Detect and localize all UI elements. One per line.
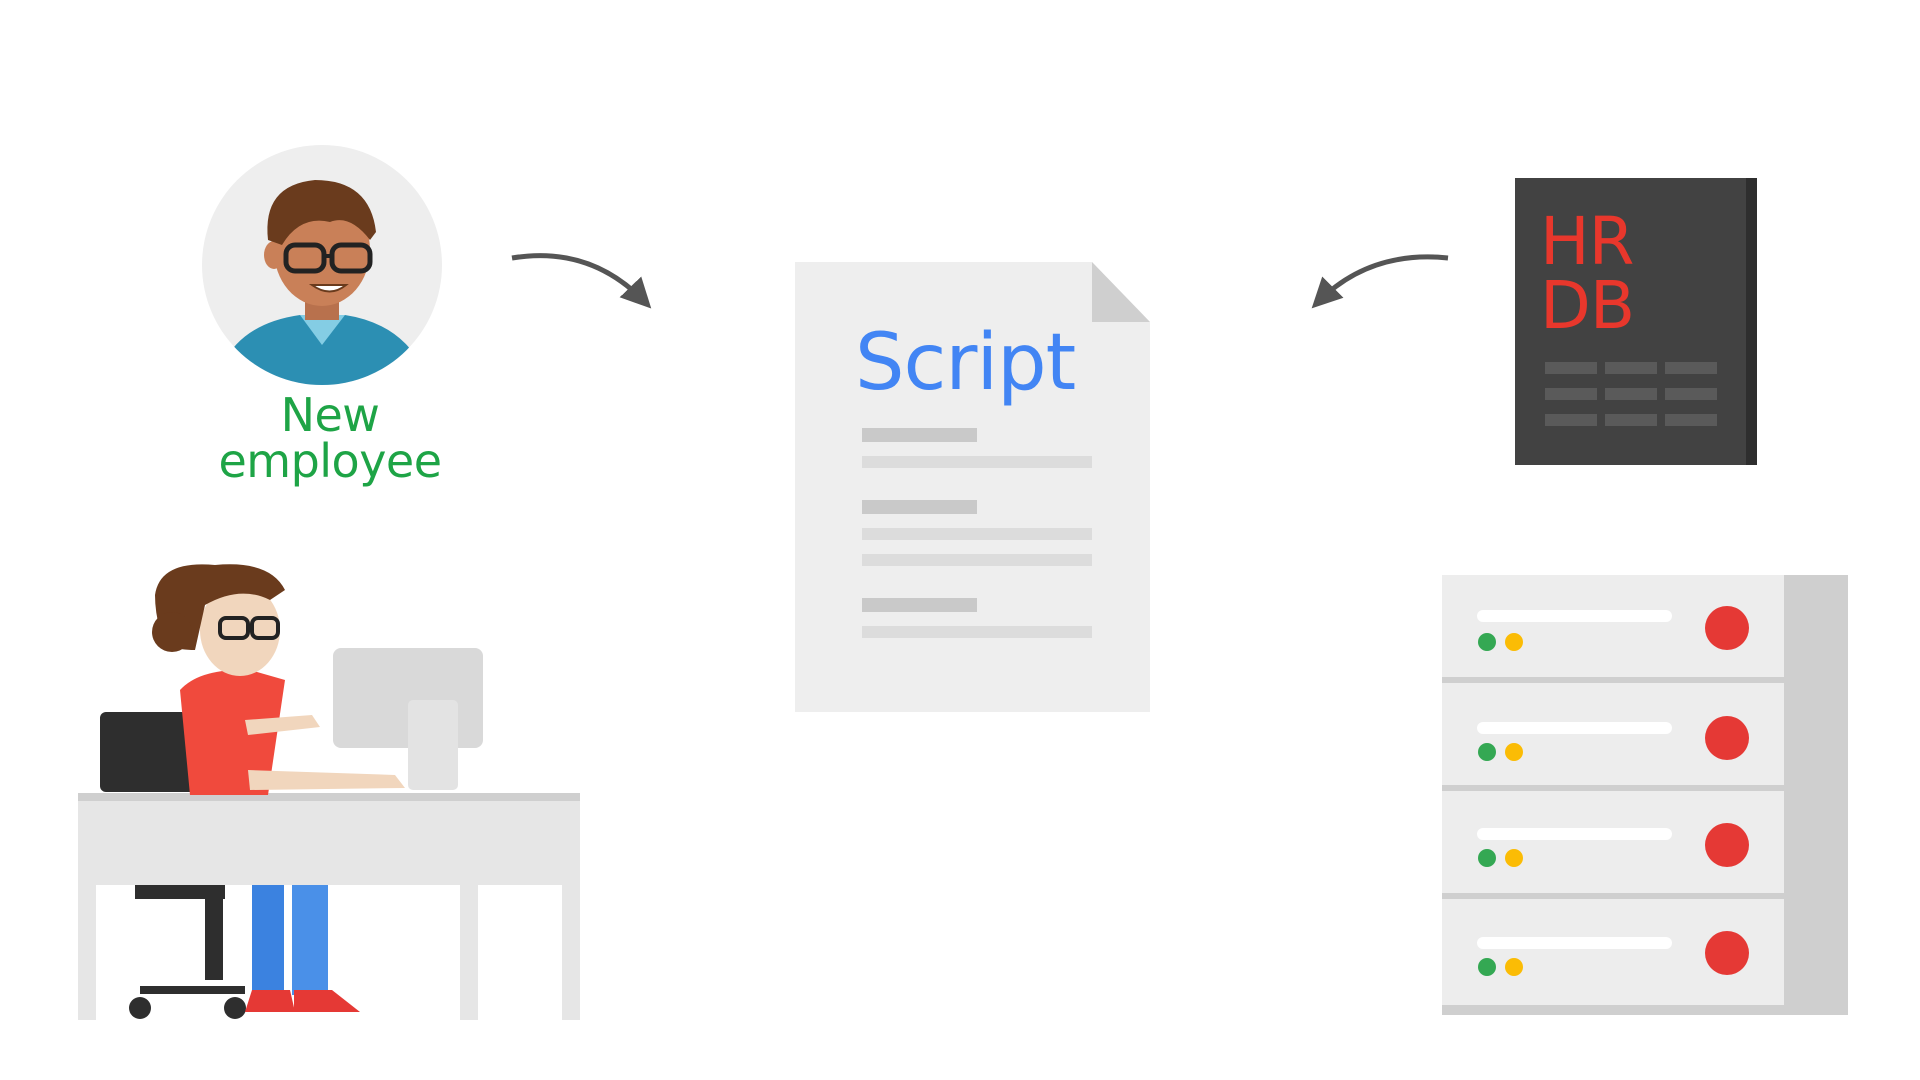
arrow-hrdb-to-script	[1311, 254, 1449, 309]
new-employee-avatar	[202, 145, 442, 385]
server-rack	[1442, 575, 1848, 1015]
hr-db-label-line1: HR	[1540, 203, 1635, 280]
hr-db-label-line2: DB	[1540, 267, 1635, 344]
hr-db-label: HR DB	[1540, 203, 1635, 344]
worker-at-desk-illustration	[78, 564, 580, 1020]
script-document	[795, 262, 1150, 712]
arrow-employee-to-script	[511, 253, 652, 309]
new-employee-label: New employee	[180, 392, 480, 484]
new-employee-label-line1: New	[280, 388, 380, 442]
new-employee-label-line2: employee	[218, 434, 442, 488]
hr-db-book	[1515, 178, 1757, 465]
script-title: Script	[855, 318, 1076, 408]
